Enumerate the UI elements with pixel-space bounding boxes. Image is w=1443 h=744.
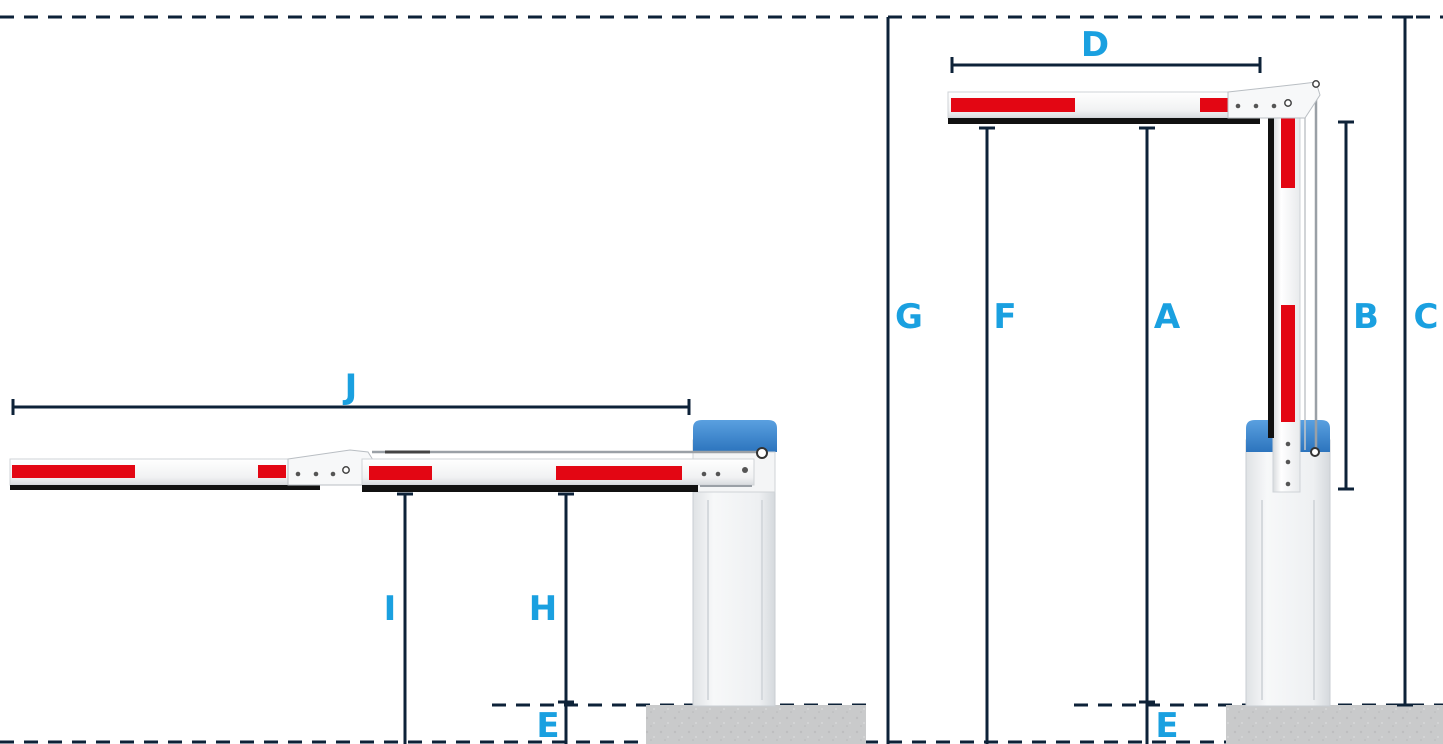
- dimension-i: [397, 492, 413, 744]
- right-concrete-base: [1226, 705, 1443, 744]
- label-f: F: [993, 297, 1016, 337]
- right-barrier: [947, 80, 1331, 707]
- dimension-j: [11, 399, 691, 415]
- label-j: J: [343, 367, 358, 407]
- label-a: A: [1154, 297, 1181, 337]
- dimension-lines: [11, 15, 1413, 744]
- label-e-right: E: [1155, 706, 1178, 744]
- dimension-h: [558, 492, 574, 744]
- left-concrete-base: [646, 705, 866, 744]
- left-post-cap: [693, 420, 777, 452]
- dimension-d: [950, 57, 1262, 73]
- label-c: C: [1414, 297, 1439, 337]
- right-post: [1245, 439, 1331, 707]
- label-e-left: E: [536, 706, 559, 744]
- left-barrier: [9, 420, 777, 707]
- label-g: G: [895, 297, 923, 337]
- dimension-f: [979, 126, 995, 744]
- label-d: D: [1081, 25, 1109, 65]
- label-i: I: [384, 589, 397, 629]
- dimension-c: [1397, 15, 1413, 707]
- label-b: B: [1353, 297, 1379, 337]
- label-h: H: [529, 589, 557, 629]
- dimension-a: [1139, 126, 1155, 744]
- dimension-b: [1338, 120, 1354, 491]
